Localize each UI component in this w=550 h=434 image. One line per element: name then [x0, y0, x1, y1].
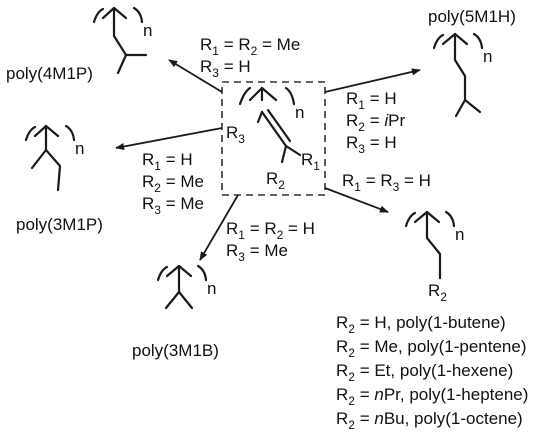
arrow-to-5m1h [324, 68, 421, 93]
condition-r3: R3 = Me [226, 241, 288, 264]
poly-1-olefins: R1 = R3 = H n R2 R2 = H, poly(1-butene) … [336, 171, 528, 432]
poly-3m1b: R1 = R2 = H R3 = Me n poly(3M1B) [132, 219, 315, 360]
list-item: R2 = H, poly(1-butene) [336, 313, 506, 336]
bracket-left [432, 33, 445, 50]
olefin-list: R2 = H, poly(1-butene) R2 = Me, poly(1-p… [336, 313, 528, 432]
bracket-right [64, 124, 76, 142]
bracket-right [132, 6, 144, 24]
arrow-to-polyolefins [324, 187, 389, 213]
list-item: R2 = Et, poly(1-hexene) [336, 361, 513, 384]
condition-r2: R2 = Me [142, 172, 204, 195]
center-bond [280, 144, 288, 164]
center-double-bond [266, 108, 292, 143]
condition-r1: R1 = H [142, 150, 193, 173]
center-bond [256, 110, 264, 124]
center-bond [260, 110, 288, 148]
bracket-right [284, 86, 296, 106]
list-item: R2 = Me, poly(1-pentene) [336, 337, 526, 360]
n-label: n [75, 139, 84, 158]
list-item: R2 = nBu, poly(1-octene) [336, 409, 523, 432]
poly-4m1p-name: poly(4M1P) [6, 64, 93, 83]
arrow-to-4m1p [168, 59, 223, 93]
poly-3m1b-name: poly(3M1B) [132, 341, 219, 360]
center-monomer: n R3 R1 R2 [221, 81, 326, 196]
r2-label: R2 [428, 281, 447, 304]
condition-r3: R3 = H [346, 133, 397, 156]
arrow-to-3m1p [115, 127, 223, 151]
poly-5m1h-name: poly(5M1H) [428, 7, 516, 26]
bracket-left [92, 7, 105, 24]
n-label: n [207, 279, 216, 298]
poly-3m1p: n poly(3M1P) R1 = H R2 = Me R3 = Me [16, 124, 204, 234]
side-chain [425, 210, 442, 280]
bracket-left [156, 265, 169, 282]
poly-5m1h: poly(5M1H) n R1 = H R2 = iPr R3 = H [346, 7, 516, 156]
condition-r3: R3 = Me [142, 194, 204, 217]
arrow-to-3m1b [199, 194, 239, 261]
n-label: n [455, 225, 464, 244]
condition-r3: R3 = H [200, 57, 251, 80]
poly-4m1p: n poly(4M1P) R1 = R2 = Me R3 = H [6, 6, 300, 83]
r2-label: R2 [266, 169, 285, 192]
r3-label: R3 [226, 123, 245, 146]
bracket-right [472, 32, 484, 50]
condition-r1: R1 = H [346, 89, 397, 112]
n-label: n [483, 47, 492, 66]
bracket-left [24, 125, 37, 142]
condition-r1-r2: R1 = R2 = H [226, 219, 315, 242]
center-bond [284, 144, 302, 157]
bracket-right [196, 264, 208, 282]
dashed-box [221, 81, 326, 196]
n-label: n [143, 21, 152, 40]
list-item: R2 = nPr, poly(1-heptene) [336, 385, 528, 408]
side-chain [453, 32, 482, 118]
condition-r2: R2 = iPr [346, 111, 405, 134]
center-n-label: n [295, 103, 304, 122]
bracket-left [404, 211, 417, 228]
bracket-left [238, 86, 252, 106]
poly-3m1p-name: poly(3M1P) [16, 215, 103, 234]
side-chain [164, 264, 194, 310]
condition-r1-r3: R1 = R3 = H [342, 171, 431, 194]
side-chain [30, 124, 62, 192]
side-chain [112, 6, 148, 75]
bracket-right [444, 210, 456, 228]
r1-label: R1 [301, 150, 320, 173]
condition-r1-r2: R1 = R2 = Me [200, 35, 300, 58]
